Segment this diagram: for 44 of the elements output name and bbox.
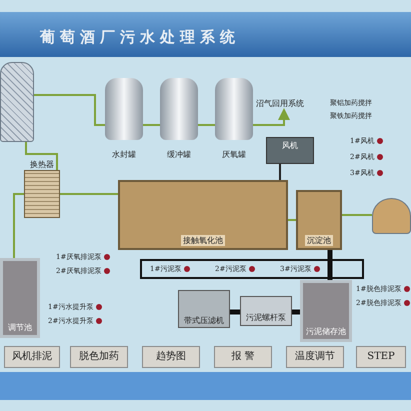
menu-button: 风机排泥 [4, 346, 60, 368]
storage-tank [105, 78, 143, 160]
equipment-label: 接触氧化池 [181, 235, 225, 246]
equipment-label: 沉淀池 [305, 235, 333, 246]
sludge-pit [300, 280, 352, 342]
treatment-basin [372, 198, 411, 234]
equipment-label: 调节池 [8, 322, 32, 333]
pipe [279, 164, 281, 180]
equipment-label: 水封罐 [112, 149, 136, 160]
sludge-pit [0, 258, 40, 338]
pipe [60, 193, 118, 195]
screw-pump [240, 296, 292, 326]
pipe [198, 124, 215, 126]
menu-button: 温度调节 [286, 346, 344, 368]
pipe-arrow [253, 108, 290, 126]
equipment-label: 带式压滤机 [184, 315, 224, 326]
screen-title: 葡萄酒厂污水处理系统 [40, 28, 240, 47]
storage-tank [215, 78, 253, 160]
treatment-basin [118, 180, 288, 250]
filter-press [178, 290, 230, 328]
pipe [288, 219, 296, 221]
equipment-label: 换热器 [30, 159, 54, 170]
pipe [25, 142, 58, 170]
treatment-basin [296, 190, 342, 250]
equipment-label: 风机 [282, 140, 298, 151]
pipe [143, 124, 160, 126]
equipment-label: 厌氧罐 [222, 149, 246, 160]
menu-button: 脱色加药 [70, 346, 128, 368]
pipe [13, 193, 24, 258]
menu-button: 报 警 [214, 346, 272, 368]
blower-unit [266, 137, 314, 164]
pipe [230, 310, 240, 314]
equipment-label: 污泥储存池 [306, 326, 346, 337]
equipment-label: 污泥螺杆泵 [246, 312, 286, 323]
storage-tank [160, 78, 198, 160]
menu-button: 趋势图 [142, 346, 200, 368]
reactor-dome [0, 62, 34, 142]
pipe [342, 214, 372, 216]
pipe [34, 94, 105, 126]
pipe [328, 250, 332, 280]
menu-button: STEP [356, 346, 406, 368]
pipe [292, 310, 300, 314]
equipment-label: 沼气回用系统 [256, 98, 304, 109]
equipment-label: 缓冲罐 [167, 149, 191, 160]
